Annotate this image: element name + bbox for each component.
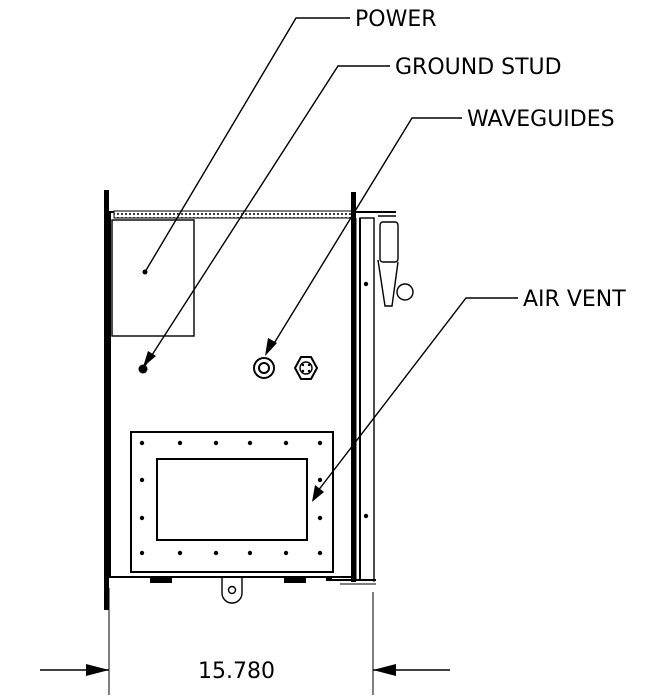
callout-ground-stud: GROUND STUD [395, 55, 562, 80]
callout-air-vent: AIR VENT [523, 287, 626, 312]
leader-lines [142, 17, 518, 497]
dimension-width-value: 15.780 [198, 659, 275, 684]
waveguide-connector-round [253, 357, 275, 379]
leader-arrowheads [143, 338, 324, 502]
power-box [111, 219, 195, 337]
air-vent [130, 431, 334, 573]
callout-power: POWER [355, 7, 437, 32]
air-vent-bolts [139, 440, 323, 556]
waveguide-connector-hex [293, 356, 319, 380]
bottom-fittings [150, 577, 332, 604]
enclosure-body [104, 190, 414, 610]
callout-waveguides: WAVEGUIDES [467, 107, 615, 132]
width-dimension [40, 588, 450, 695]
